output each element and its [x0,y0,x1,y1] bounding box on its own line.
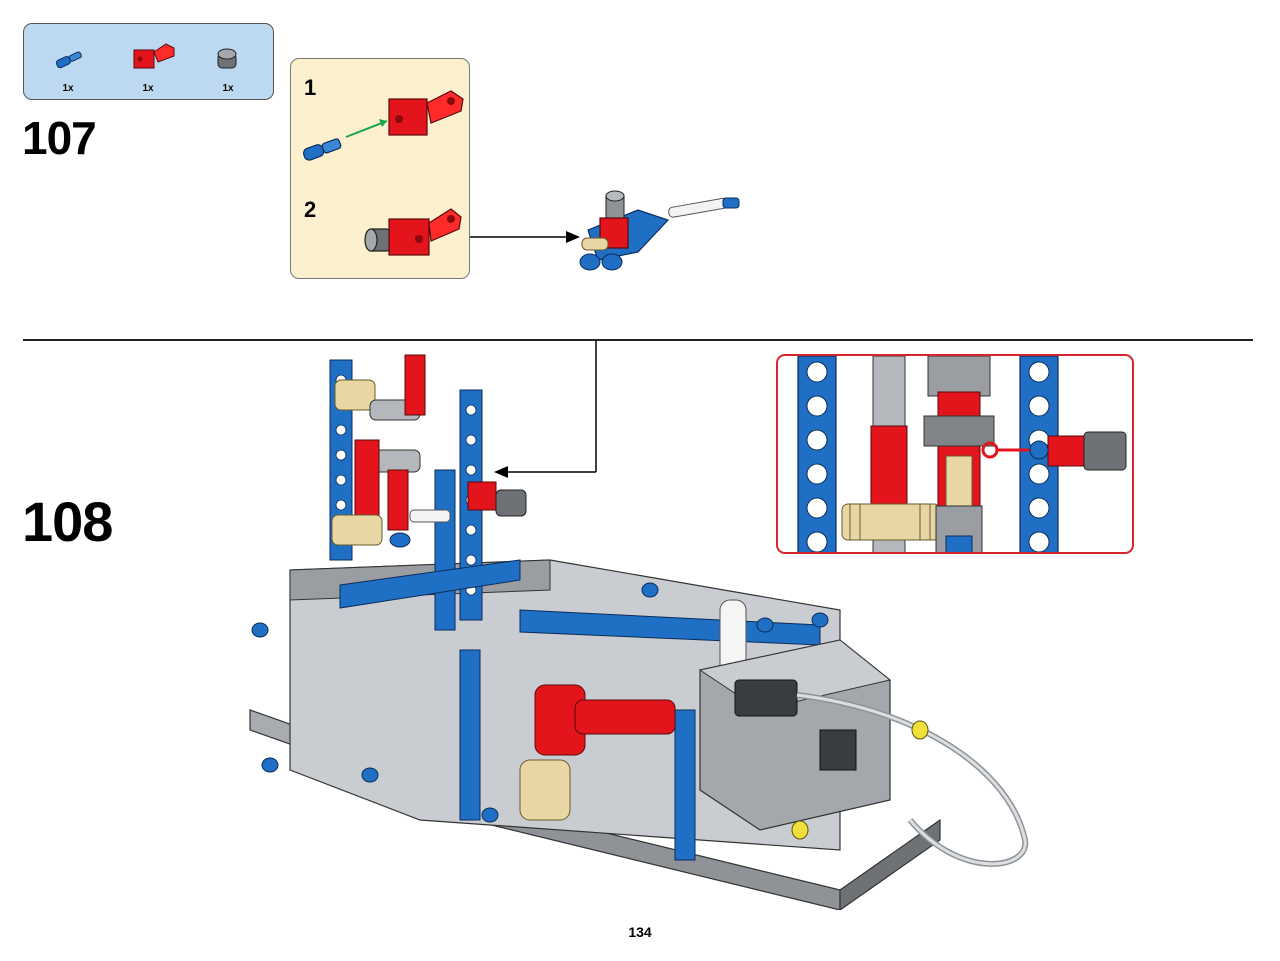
step-divider [23,339,1253,341]
blue-axle-pin-icon [302,138,342,161]
detail-callout [776,354,1134,554]
substep-number: 1 [304,75,317,100]
red-connector-icon [388,90,464,136]
part-item: 1x [198,34,258,94]
main-model-illustration [249,354,1029,910]
page-number: 134 [628,924,652,940]
step-number: 107 [22,112,97,164]
part-item: 1x [38,34,98,94]
gray-bush-icon [217,48,237,69]
part-item: 1x [118,34,178,94]
sub-assembly-illustration [302,90,464,256]
detail-callout-illustration [797,356,1127,552]
sub-assembly-box: 1 2 [290,58,470,279]
green-arrow-icon [379,119,387,127]
blue-axle-pin-icon [55,51,82,69]
step-107-assembly-icon [579,190,740,271]
step-number: 108 [22,490,113,553]
parts-list-box: 1x 1x 1x [23,23,274,100]
part-quantity: 1x [222,83,234,94]
part-quantity: 1x [142,83,154,94]
assembled-connector-icon [364,208,462,256]
assembly-arrow [470,190,740,271]
part-quantity: 1x [62,83,74,94]
substep-number: 2 [304,197,317,222]
callout-pointer [494,340,597,478]
red-connector-icon [133,43,175,69]
